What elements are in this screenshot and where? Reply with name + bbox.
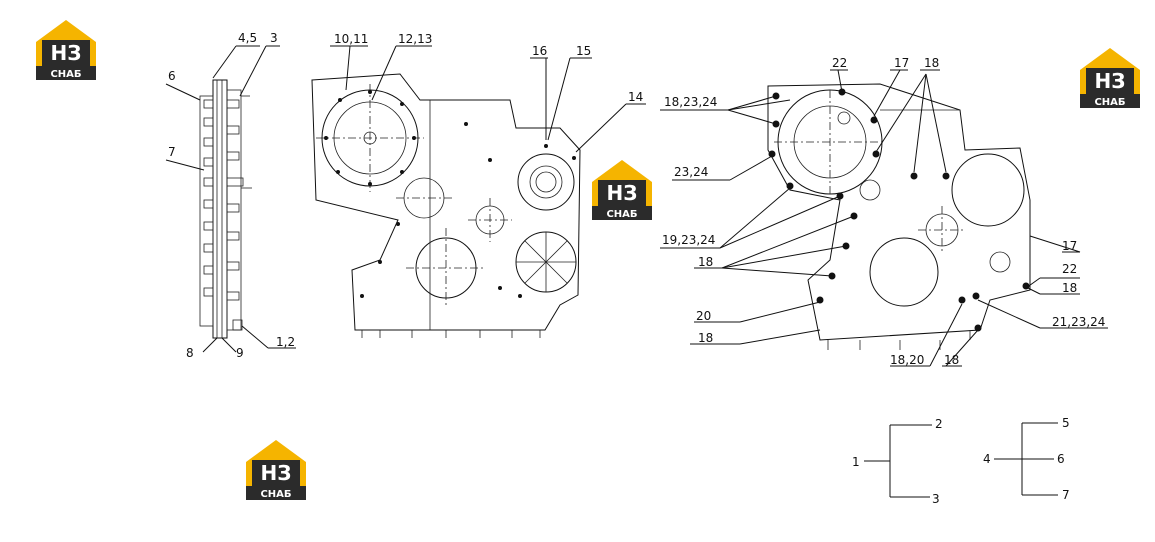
svg-text:СНАБ: СНАБ xyxy=(50,69,81,80)
kit2-child-1: 5 xyxy=(1062,416,1070,430)
kit1-parent: 1 xyxy=(852,455,860,469)
callout-14: 14 xyxy=(628,90,643,104)
brand-logo-bottom-left: НЗ СНАБ xyxy=(246,440,306,500)
callout-20: 20 xyxy=(696,309,711,323)
callout-10-11: 10,11 xyxy=(334,32,368,46)
svg-text:НЗ: НЗ xyxy=(607,181,638,205)
kit1-child-1: 2 xyxy=(935,417,943,431)
kit2-child-2: 6 xyxy=(1057,452,1065,466)
callout-1-2: 1,2 xyxy=(276,335,295,349)
svg-text:СНАБ: СНАБ xyxy=(1094,97,1125,108)
brand-logo-middle: НЗ СНАБ xyxy=(592,160,652,220)
rear-view-drawing xyxy=(660,69,1108,367)
callout-22-top: 22 xyxy=(832,56,847,70)
kit-tree-2: 4 5 6 7 xyxy=(983,416,1070,502)
brand-logo-top-right: НЗ СНАБ xyxy=(1080,48,1140,108)
svg-text:НЗ: НЗ xyxy=(51,41,82,65)
svg-text:НЗ: НЗ xyxy=(261,461,292,485)
callout-18-top: 18 xyxy=(924,56,939,70)
svg-text:СНАБ: СНАБ xyxy=(260,489,291,500)
callout-8: 8 xyxy=(186,346,194,360)
callout-15: 15 xyxy=(576,44,591,58)
side-view-drawing xyxy=(165,45,296,353)
front-cover-drawing xyxy=(311,45,646,338)
callout-22-right: 22 xyxy=(1062,262,1077,276)
callout-18-23-24-top: 18,23,24 xyxy=(664,95,717,109)
callout-19-23-24: 19,23,24 xyxy=(662,233,715,247)
callout-21-23-24: 21,23,24 xyxy=(1052,315,1105,329)
callout-16: 16 xyxy=(532,44,547,58)
svg-text:НЗ: НЗ xyxy=(1095,69,1126,93)
callout-18-mid: 18 xyxy=(698,255,713,269)
svg-text:СНАБ: СНАБ xyxy=(606,209,637,220)
callout-17-top: 17 xyxy=(894,56,909,70)
brand-logo-top-left: НЗ СНАБ xyxy=(36,20,96,80)
callout-17-right: 17 xyxy=(1062,239,1077,253)
callout-18-bottom-left: 18 xyxy=(698,331,713,345)
callout-18-bottom-right: 18 xyxy=(944,353,959,367)
kit2-child-3: 7 xyxy=(1062,488,1070,502)
callout-7: 7 xyxy=(168,145,176,159)
kit2-parent: 4 xyxy=(983,452,991,466)
callout-4-5: 4,5 xyxy=(238,31,257,45)
callout-6: 6 xyxy=(168,69,176,83)
callout-23-24: 23,24 xyxy=(674,165,708,179)
kit1-child-2: 3 xyxy=(932,492,940,506)
callout-18-20: 18,20 xyxy=(890,353,924,367)
callout-9: 9 xyxy=(236,346,244,360)
kit-tree-1: 1 2 3 xyxy=(852,417,943,506)
callout-18-right: 18 xyxy=(1062,281,1077,295)
callout-12-13: 12,13 xyxy=(398,32,432,46)
callout-3: 3 xyxy=(270,31,278,45)
